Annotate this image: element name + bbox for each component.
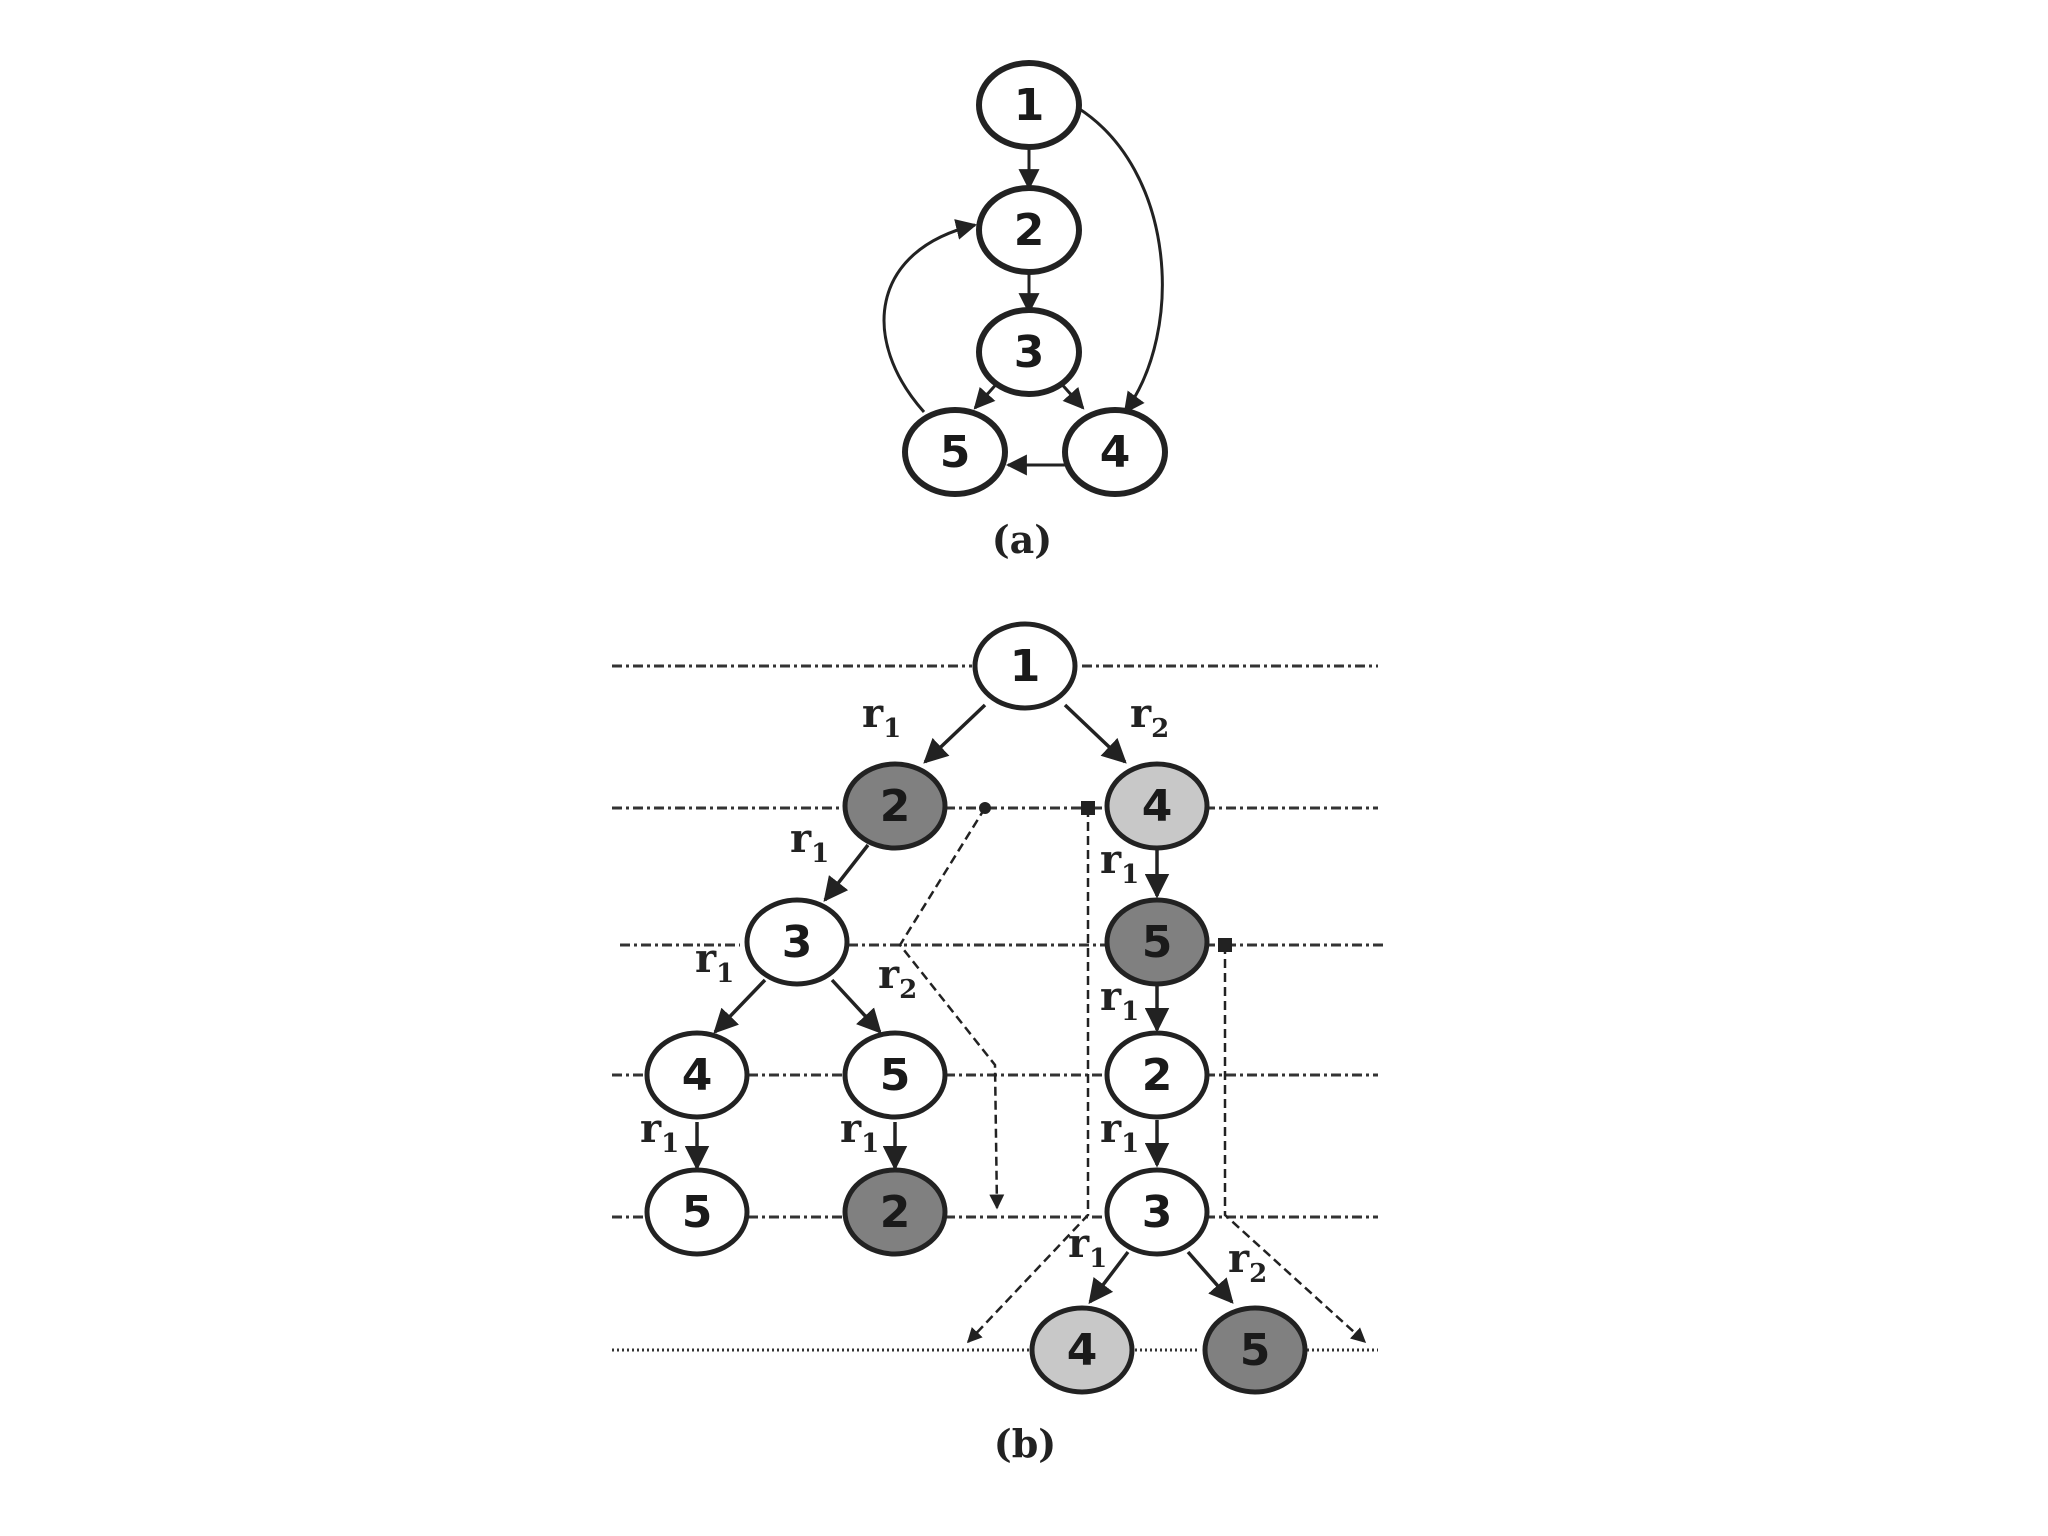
node-b_2c: 2 xyxy=(842,1167,948,1257)
node-label: 5 xyxy=(682,1187,713,1238)
backtrack-path-2 xyxy=(966,808,1090,1344)
node-circle xyxy=(1202,1305,1308,1395)
node-label: 2 xyxy=(880,1187,911,1238)
diagram-a-nodes: 1 2 3 4 5 xyxy=(902,60,1168,497)
node-b_2a: 2 xyxy=(842,761,948,851)
edge-labels: r1 r2 r1 r1 r2 r1 r1 r1 r1 r1 r1 r2 xyxy=(640,690,1267,1289)
node-label: 2 xyxy=(1142,1050,1173,1101)
backtrack-path-3 xyxy=(1223,945,1367,1344)
edge-b-3b-4c xyxy=(1088,1250,1130,1304)
node-b_4a: 4 xyxy=(1104,761,1210,851)
node-circle xyxy=(842,1030,948,1120)
node-a3: 3 xyxy=(976,307,1082,397)
node-b_4b: 4 xyxy=(644,1030,750,1120)
node-label: 2 xyxy=(1014,205,1045,256)
node-a1: 1 xyxy=(976,60,1082,150)
node-circle xyxy=(644,1030,750,1120)
edge-label: r1 xyxy=(790,815,829,869)
node-circle xyxy=(1104,1030,1210,1120)
backtrack-square-2 xyxy=(1218,938,1232,952)
node-label: 3 xyxy=(1142,1187,1173,1238)
node-b_5c: 5 xyxy=(644,1167,750,1257)
node-label: 4 xyxy=(1100,427,1131,478)
backtrack-square-1 xyxy=(1081,801,1095,815)
node-circle xyxy=(1029,1305,1135,1395)
edge-label: r1 xyxy=(1100,836,1139,890)
node-circle xyxy=(976,185,1082,275)
node-circle xyxy=(1104,1167,1210,1257)
node-circle xyxy=(842,761,948,851)
node-label: 5 xyxy=(1240,1325,1271,1376)
backtrack-path-1 xyxy=(898,807,1005,1210)
edge-label: r1 xyxy=(1068,1220,1107,1274)
node-b_3b: 3 xyxy=(1104,1167,1210,1257)
node-b_3a: 3 xyxy=(744,897,850,987)
edge-label: r1 xyxy=(862,690,901,744)
edge-a-1-4 xyxy=(1077,106,1164,414)
node-circle xyxy=(1104,761,1210,851)
node-a5: 5 xyxy=(902,407,1008,497)
node-circle xyxy=(1062,407,1168,497)
edge-label: r1 xyxy=(1100,973,1139,1027)
backtrack-markers xyxy=(979,801,1232,952)
edge-label: r1 xyxy=(1100,1105,1139,1159)
node-label: 5 xyxy=(940,427,971,478)
node-circle xyxy=(902,407,1008,497)
edge-b-3a-4b xyxy=(713,978,767,1034)
diagram-a-caption: (a) xyxy=(992,517,1053,562)
node-circle xyxy=(976,60,1082,150)
node-label: 3 xyxy=(1014,327,1045,378)
diagram-b-edges xyxy=(684,703,1234,1304)
node-b_5d: 5 xyxy=(1202,1305,1308,1395)
edge-b-root-2a xyxy=(923,703,987,764)
node-b_root: 1 xyxy=(972,621,1078,711)
node-label: 2 xyxy=(880,781,911,832)
node-label: 4 xyxy=(1142,781,1173,832)
backtrack-dot xyxy=(979,802,991,814)
node-label: 3 xyxy=(782,917,813,968)
node-a2: 2 xyxy=(976,185,1082,275)
node-label: 5 xyxy=(1142,917,1173,968)
edge-label: r1 xyxy=(695,935,734,989)
node-label: 1 xyxy=(1014,80,1045,131)
node-a4: 4 xyxy=(1062,407,1168,497)
node-circle xyxy=(976,307,1082,397)
edge-label: r1 xyxy=(640,1105,679,1159)
backtrack-paths xyxy=(898,807,1367,1344)
node-b_2b: 2 xyxy=(1104,1030,1210,1120)
edge-label: r2 xyxy=(878,951,917,1005)
node-b_5b: 5 xyxy=(842,1030,948,1120)
node-label: 4 xyxy=(1067,1325,1098,1376)
level-lines xyxy=(612,664,1385,1352)
node-label: 1 xyxy=(1010,641,1041,692)
edge-a-5-2 xyxy=(882,219,978,413)
node-circle xyxy=(1104,897,1210,987)
diagram-a: 1 2 3 4 5 (a) xyxy=(882,60,1168,562)
node-b_4c: 4 xyxy=(1029,1305,1135,1395)
edge-b-2a-3a xyxy=(823,843,870,902)
node-circle xyxy=(644,1167,750,1257)
edge-label: r2 xyxy=(1130,690,1169,744)
node-label: 5 xyxy=(880,1050,911,1101)
node-circle xyxy=(842,1167,948,1257)
edge-b-3b-5d xyxy=(1186,1250,1234,1304)
node-label: 4 xyxy=(682,1050,713,1101)
node-circle xyxy=(744,897,850,987)
diagram-b-caption: (b) xyxy=(994,1421,1057,1466)
node-b_5a: 5 xyxy=(1104,897,1210,987)
edge-b-root-4a xyxy=(1063,703,1127,764)
diagram-b: r1 r2 r1 r1 r2 r1 r1 r1 r1 r1 r1 r2 1 2 4 3… xyxy=(612,621,1385,1466)
edge-label: r2 xyxy=(1228,1235,1267,1289)
diagram-b-nodes: 1 2 4 3 5 4 5 2 5 2 3 4 5 xyxy=(644,621,1308,1395)
edge-b-3a-5b xyxy=(830,978,882,1034)
edge-label: r1 xyxy=(840,1105,879,1159)
node-circle xyxy=(972,621,1078,711)
